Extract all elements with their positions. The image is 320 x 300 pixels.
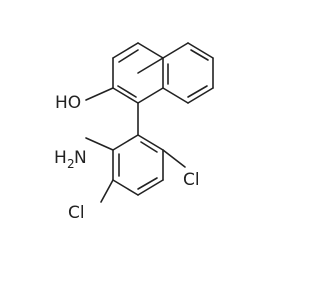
bond [112,87,139,104]
chlorine-top-label: Cl [183,170,200,190]
chlorine-bottom-bond [100,179,114,203]
double-bond-inner [190,49,209,61]
bond [187,42,214,59]
naphthalene-ring-left [112,42,164,104]
double-bond-inner [137,177,158,190]
bond [137,179,164,196]
hydroxyl-label: HO [55,93,81,113]
double-bond-inner [117,85,137,98]
chlorine-top-bond [162,149,186,168]
chlorine-bottom-label: Cl [68,203,85,223]
double-bond-inner [140,141,158,153]
bond [137,57,164,74]
bond [187,87,214,104]
amine-subscript: 2 [67,157,75,171]
double-bond-inner [187,85,208,98]
bond [112,42,139,59]
amine-hydrogen: H [54,148,67,168]
amine-nitrogen: N [74,148,87,168]
double-bond-inner [118,49,139,63]
bond [137,42,164,59]
amine-label: H 2 N [54,148,87,171]
bond [162,42,189,59]
bond [137,87,164,104]
phenyl-ring [112,134,164,196]
bond [112,134,139,151]
bond [162,87,189,104]
bond [112,179,139,196]
naphthalene-ring-right [162,42,214,104]
amine-bond [85,137,114,151]
bond [137,134,164,151]
hydroxyl-bond [85,87,114,101]
structure-diagram: HO H 2 N Cl Cl [54,42,214,223]
